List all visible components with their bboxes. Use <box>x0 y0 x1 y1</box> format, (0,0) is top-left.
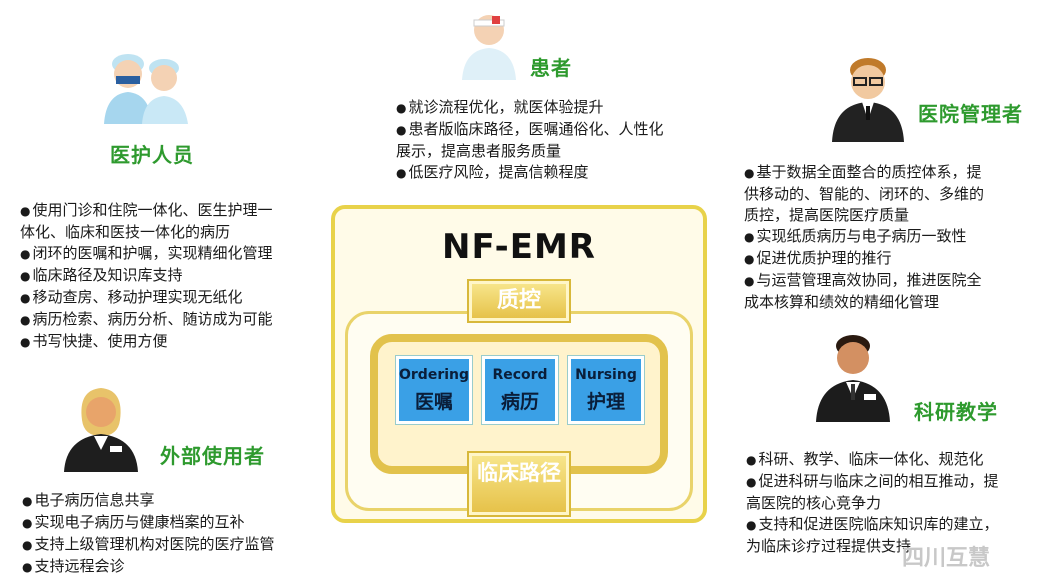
module-ordering: Ordering 医嘱 <box>396 356 472 424</box>
module-record-en: Record <box>492 367 548 383</box>
external-user-title: 外部使用者 <box>160 444 265 468</box>
clinical-pathway-tab: 临床路径 <box>469 453 569 515</box>
list-item: ●低医疗风险，提高信赖程度 <box>396 163 589 181</box>
module-nursing: Nursing 护理 <box>568 356 644 424</box>
list-item: 高医院的核心竞争力 <box>746 494 882 512</box>
module-record: Record 病历 <box>482 356 558 424</box>
list-item: ●支持和促进医院临床知识库的建立， <box>746 515 999 533</box>
list-item: ●促进优质护理的推行 <box>744 249 892 267</box>
module-record-cn: 病历 <box>500 391 539 413</box>
list-item: 体化、临床和医技一体化的病历 <box>20 223 231 241</box>
list-item: ●实现电子病历与健康档案的互补 <box>22 513 245 531</box>
patient-title: 患者 <box>530 56 572 80</box>
hospital-admin-title: 医院管理者 <box>918 102 1023 126</box>
patient-bullets: ●就诊流程优化，就医体验提升 ●患者版临床路径，医嘱通俗化、人性化 展示，提高患… <box>396 97 736 184</box>
list-item: ●科研、教学、临床一体化、规范化 <box>746 450 984 468</box>
list-item: ●支持远程会诊 <box>22 557 125 575</box>
research-title: 科研教学 <box>914 400 998 424</box>
list-item: ●书写快捷、使用方便 <box>20 332 168 350</box>
list-item: ●促进科研与临床之间的相互推动，提 <box>746 472 999 490</box>
medical-staff-icon <box>96 42 196 124</box>
medical-staff-bullets: ●使用门诊和住院一体化、医生护理一 体化、临床和医技一体化的病历 ●闭环的医嘱和… <box>20 200 332 353</box>
module-nursing-cn: 护理 <box>586 391 625 413</box>
list-item: ●支持上级管理机构对医院的医疗监管 <box>22 535 275 553</box>
medical-staff-title: 医护人员 <box>110 143 194 167</box>
list-item: 质控，提高医院医疗质量 <box>744 206 910 224</box>
list-item: ●电子病历信息共享 <box>22 491 155 509</box>
list-item: 为临床诊疗过程提供支持 <box>746 537 912 555</box>
hospital-admin-bullets: ●基于数据全面整合的质控体系，提 供移动的、智能的、闭环的、多维的 质控，提高医… <box>744 162 1054 313</box>
list-item: 供移动的、智能的、闭环的、多维的 <box>744 185 985 203</box>
module-ordering-cn: 医嘱 <box>414 391 453 413</box>
emr-title: NF-EMR <box>442 227 596 267</box>
research-bullets: ●科研、教学、临床一体化、规范化 ●促进科研与临床之间的相互推动，提 高医院的核… <box>746 449 1056 557</box>
list-item: ●使用门诊和住院一体化、医生护理一 <box>20 201 273 219</box>
list-item: ●实现纸质病历与电子病历一致性 <box>744 227 967 245</box>
module-ordering-en: Ordering <box>399 367 470 383</box>
manager-icon <box>828 50 908 142</box>
list-item: ●与运营管理高效协同，推进医院全 <box>744 271 982 289</box>
list-item: ●患者版临床路径，医嘱通俗化、人性化 <box>396 120 664 138</box>
list-item: 成本核算和绩效的精细化管理 <box>744 293 940 311</box>
list-item: ●基于数据全面整合的质控体系，提 <box>744 163 982 181</box>
external-user-bullets: ●电子病历信息共享 ●实现电子病历与健康档案的互补 ●支持上级管理机构对医院的医… <box>22 490 342 578</box>
quality-control-tab: 质控 <box>469 281 569 321</box>
list-item: ●病历检索、病历分析、随访成为可能 <box>20 310 273 328</box>
emr-inner-frame: Ordering 医嘱 Record 病历 Nursing 护理 <box>370 334 668 474</box>
list-item: ●临床路径及知识库支持 <box>20 266 183 284</box>
researcher-icon <box>812 326 894 422</box>
external-user-icon <box>60 380 142 472</box>
list-item: ●就诊流程优化，就医体验提升 <box>396 98 604 116</box>
watermark: 四川互慧 <box>902 546 991 571</box>
list-item: ●移动查房、移动护理实现无纸化 <box>20 288 243 306</box>
list-item: 展示，提高患者服务质量 <box>396 142 562 160</box>
patient-icon <box>456 8 522 80</box>
list-item: ●闭环的医嘱和护嘱，实现精细化管理 <box>20 244 273 262</box>
emr-core-panel: NF-EMR Ordering 医嘱 Record 病历 Nursing 护理 … <box>331 205 707 523</box>
module-nursing-en: Nursing <box>575 367 637 383</box>
